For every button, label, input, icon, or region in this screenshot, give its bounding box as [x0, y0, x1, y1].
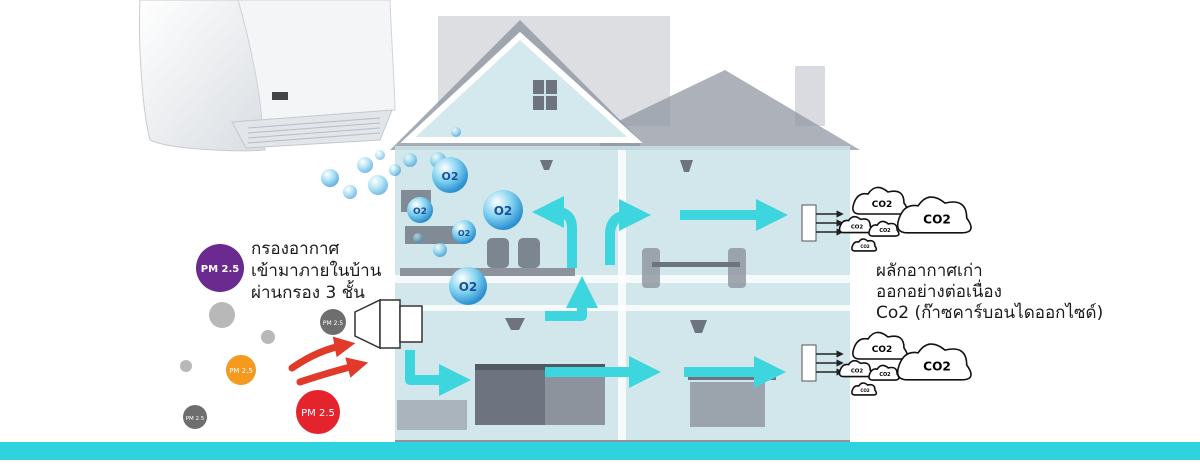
flow-arrow-6 — [605, 198, 652, 265]
co2-cloud: CO2 — [851, 238, 878, 252]
svg-text:PM 2.5: PM 2.5 — [323, 320, 343, 327]
flow-arrow-5 — [531, 195, 577, 268]
co2-label: CO2 — [872, 345, 893, 355]
pm25-orange: PM 2.5 — [226, 355, 256, 385]
o2-bubble-3: O2 — [452, 220, 476, 244]
co2-cloud: CO2 — [852, 331, 908, 360]
fresh-air-bubbles — [321, 127, 461, 257]
dust-particle — [180, 360, 192, 372]
co2-label: CO2 — [851, 224, 864, 230]
dust-particle — [209, 302, 235, 328]
co2-cloud: CO2 — [851, 382, 878, 396]
svg-text:O2: O2 — [494, 204, 513, 218]
o2-bubbles: O2 O2 O2 O2 O2 — [407, 157, 523, 305]
pm25-purple: PM 2.5 — [196, 244, 244, 292]
o2-bubble-1: O2 — [432, 157, 468, 193]
airflow-arrows — [405, 195, 789, 397]
roof-right — [600, 70, 860, 150]
co2-cloud: CO2 — [896, 196, 972, 234]
svg-text:O2: O2 — [459, 280, 478, 294]
exhaust-caption-line3: Co2 (ก๊าซคาร์บอนไดออกไซด์) — [876, 303, 1104, 323]
exhaust-caption: ผลักอากาศเก่า ออกอย่างต่อเนื่อง Co2 (ก๊า… — [876, 261, 1103, 324]
exhaust-vent-lower — [801, 344, 844, 382]
co2-label: CO2 — [851, 368, 864, 374]
svg-text:PM 2.5: PM 2.5 — [201, 264, 240, 275]
dust-particle — [261, 330, 275, 344]
co2-label: CO2 — [923, 212, 951, 226]
svg-text:PM 2.5: PM 2.5 — [186, 416, 205, 422]
o2-bubble-4: O2 — [483, 190, 523, 230]
co2-cloud: CO2 — [868, 220, 900, 237]
brand-logo — [272, 92, 288, 100]
co2-label: CO2 — [872, 200, 893, 210]
co2-label: CO2 — [923, 359, 951, 373]
exhaust-caption-line1: ผลักอากาศเก่า — [876, 261, 983, 281]
intake-caption-line2: เข้ามาภายในบ้าน — [251, 261, 382, 281]
svg-text:PM 2.5: PM 2.5 — [229, 367, 253, 375]
flow-arrow-4 — [545, 275, 599, 321]
svg-text:O2: O2 — [441, 170, 458, 183]
co2-cloud: CO2 — [852, 186, 908, 215]
intake-caption: กรองอากาศ เข้ามาภายในบ้าน ผ่านกรอง 3 ชั้… — [251, 238, 381, 304]
interior-wall — [618, 150, 626, 440]
o2-bubble-5: O2 — [449, 267, 487, 305]
svg-text:O2: O2 — [413, 207, 427, 217]
pm25-red: PM 2.5 — [296, 390, 340, 434]
intake-arrows — [288, 336, 369, 386]
intake-caption-line1: กรองอากาศ — [251, 239, 340, 259]
svg-text:O2: O2 — [458, 229, 470, 238]
co2-label: CO2 — [879, 372, 890, 378]
flow-arrow-1 — [405, 350, 472, 397]
co2-cloud: CO2 — [868, 364, 900, 381]
o2-bubble-2: O2 — [407, 197, 433, 223]
pm25-grey-small: PM 2.5 — [320, 309, 346, 335]
ground-strip — [0, 442, 1200, 460]
exhaust-caption-line2: ออกอย่างต่อเนื่อง — [876, 282, 1002, 302]
pm-particles: PM 2.5 PM 2.5 PM 2.5 PM 2.5 PM 2.5 — [180, 244, 346, 434]
co2-label: CO2 — [879, 228, 890, 234]
co2-label: CO2 — [860, 244, 869, 249]
co2-cloud: CO2 — [896, 343, 972, 381]
intake-caption-line3: ผ่านกรอง 3 ชั้น — [251, 283, 365, 303]
intake-filter-device — [354, 298, 423, 350]
co2-label: CO2 — [860, 388, 869, 393]
exhaust-vent-upper — [801, 204, 844, 242]
svg-text:PM 2.5: PM 2.5 — [301, 408, 335, 419]
pm25-grey-tiny: PM 2.5 — [183, 405, 207, 429]
wall-ventilator-unit — [138, 0, 396, 152]
